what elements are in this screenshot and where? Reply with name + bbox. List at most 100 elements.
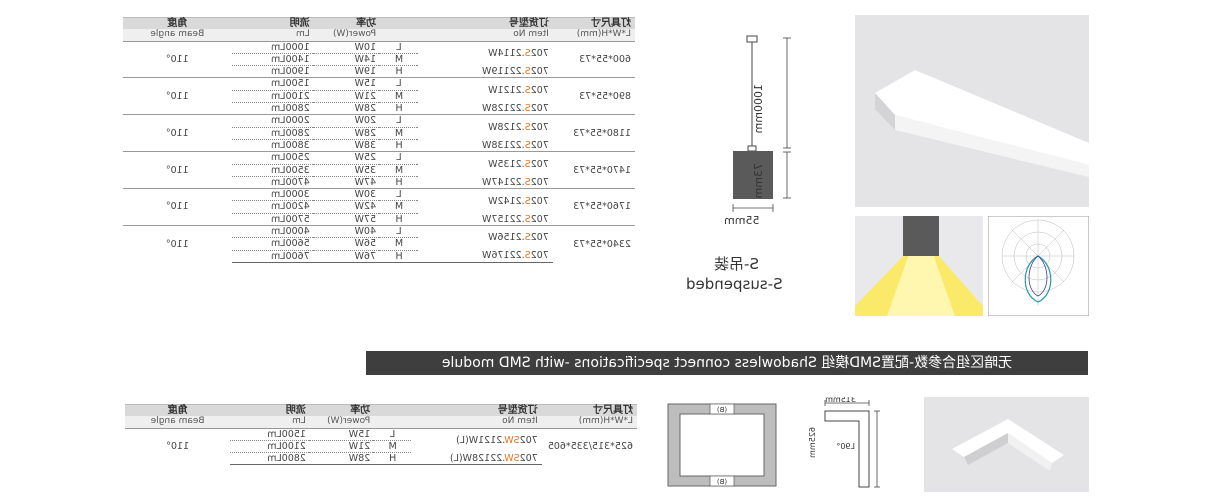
- cell-size: 600*55*73: [552, 41, 635, 78]
- cell-item-h: 702S.22119W: [482, 65, 549, 77]
- corner-drawing: 315mm L90° 625mm: [808, 397, 880, 488]
- cell-size: 1470*55*73: [552, 151, 635, 189]
- cell-level: M: [380, 237, 418, 251]
- cell-power: 42W: [313, 200, 381, 214]
- top-spec-table: 灯具尺寸 订货型号 功率 流明 角度 L*W*H(mm) Item No Pow…: [123, 17, 635, 263]
- cell-level: H: [380, 250, 418, 263]
- header-beam: 角度: [123, 17, 232, 30]
- cell-lumen: 3800Lm: [270, 139, 310, 151]
- header-row-cn: 灯具尺寸 订货型号 功率 流明 角度: [123, 17, 635, 30]
- cell-level: H: [395, 66, 403, 78]
- cell-lumen: 1500Lm: [231, 77, 314, 91]
- cell-lumen: 2100Lm: [231, 90, 314, 103]
- suspended-label-cn: S-吊装: [714, 255, 759, 273]
- frame-tag-top: (B): [717, 406, 728, 414]
- corner-angle: L90°: [836, 442, 855, 451]
- cell-level: H: [395, 176, 403, 188]
- cell-size: 890*55*73: [552, 77, 635, 115]
- cell-level: L: [374, 428, 412, 441]
- cell-power: 28W: [354, 103, 377, 115]
- beam-photo: [855, 216, 983, 316]
- cell-lumen: 7600Lm: [231, 250, 314, 263]
- cell-item-h: 702SW.22128W(L): [411, 452, 542, 465]
- cell-power: 76W: [313, 250, 381, 263]
- cell-item: 702S.2114W: [417, 41, 553, 66]
- bottom-spec-table: 灯具尺寸 订货型号 功率 流明 角度 L*W*H(mm) Item No Pow…: [125, 404, 637, 465]
- cell-power: 35W: [313, 164, 381, 177]
- header-item: 订货型号: [417, 17, 553, 30]
- cell-lumen: 1900Lm: [270, 66, 310, 78]
- header-size: 灯具尺寸: [552, 17, 635, 30]
- cell-level: L: [380, 151, 418, 165]
- cell-beam: 110°: [123, 225, 232, 263]
- cell-level: L: [380, 114, 418, 128]
- cell-power: 57W: [354, 213, 377, 225]
- cell-power: 40W: [313, 225, 381, 238]
- dim-height-label: 73mm: [752, 163, 765, 199]
- cell-power: 19W: [354, 66, 377, 78]
- cell-level: M: [380, 127, 418, 140]
- cell-lumen: 3000Lm: [231, 188, 314, 201]
- cell-beam: 110°: [123, 41, 232, 78]
- cell-power: 15W: [313, 77, 381, 91]
- cell-level: M: [380, 53, 418, 66]
- cell-size: 1180*55*73: [552, 114, 635, 152]
- frame-tag-bottom: (B): [717, 478, 728, 486]
- cell-lumen: 5700Lm: [270, 213, 310, 225]
- cell-beam: 110°: [123, 114, 232, 152]
- cell-level: H: [395, 103, 403, 115]
- cell-power: 21W: [309, 440, 375, 453]
- cell-power: 30W: [313, 188, 381, 201]
- cell-size: 625*315/335*605: [541, 428, 637, 465]
- cell-beam: 110°: [123, 151, 232, 189]
- cell-lumen: 2800Lm: [270, 103, 310, 115]
- cell-lumen: 2100Lm: [230, 440, 310, 453]
- cell-item: 702S.2142W: [417, 188, 553, 214]
- cell-level: M: [380, 90, 418, 103]
- dim-width-label: 55mm: [724, 214, 760, 227]
- product-photo-linear: [855, 15, 1089, 207]
- cell-lumen: 1500Lm: [230, 428, 310, 441]
- cell-level: L: [380, 188, 418, 201]
- cell-level: M: [374, 440, 412, 453]
- cell-item-h: 702S.22157W: [482, 213, 549, 225]
- frame-drawing: (B) (B): [667, 403, 777, 487]
- corner-dim-top: 315mm: [825, 397, 856, 404]
- cell-level: H: [395, 139, 403, 151]
- cell-power: 20W: [313, 114, 381, 128]
- cell-power: 25W: [313, 151, 381, 165]
- suspension-drawing: [732, 35, 791, 212]
- cell-item: 702S.2128W: [417, 114, 553, 140]
- header-lumen: 流明: [231, 17, 314, 30]
- suspended-label-en: S-suspended: [686, 275, 783, 293]
- cell-level: L: [380, 41, 418, 54]
- bottom-header-row-en: L*W*H(mm) Item No Power(W) Lm Beam angle: [125, 416, 637, 429]
- cell-lumen: 2500Lm: [231, 151, 314, 165]
- cell-beam: 110°: [125, 428, 231, 465]
- cell-lumen: 4000Lm: [231, 225, 314, 238]
- cell-item-h: 702S.22138W: [482, 139, 549, 151]
- cell-power: 47W: [354, 176, 377, 188]
- cell-power: 56W: [313, 237, 381, 251]
- cell-power: 10W: [313, 41, 381, 54]
- cell-power: 21W: [313, 90, 381, 103]
- cell-lumen: 2800Lm: [230, 452, 310, 465]
- cell-lumen: 2800Lm: [231, 127, 314, 140]
- cell-level: M: [380, 200, 418, 214]
- cell-lumen: 5600Lm: [231, 237, 314, 251]
- cell-item-h: 702S.22176W: [417, 250, 553, 263]
- cell-level: H: [374, 452, 412, 465]
- header-row-en: L*W*H(mm) Item No Power(W) Lm Beam angle: [123, 29, 635, 42]
- cell-level: L: [380, 77, 418, 91]
- cell-lumen: 3500Lm: [231, 164, 314, 177]
- cell-power: 14W: [313, 53, 381, 66]
- corner-dim-side: 625mm: [808, 427, 817, 458]
- cell-item: 702S.2121W: [417, 77, 553, 103]
- cell-item: 702S.2156W: [417, 225, 553, 251]
